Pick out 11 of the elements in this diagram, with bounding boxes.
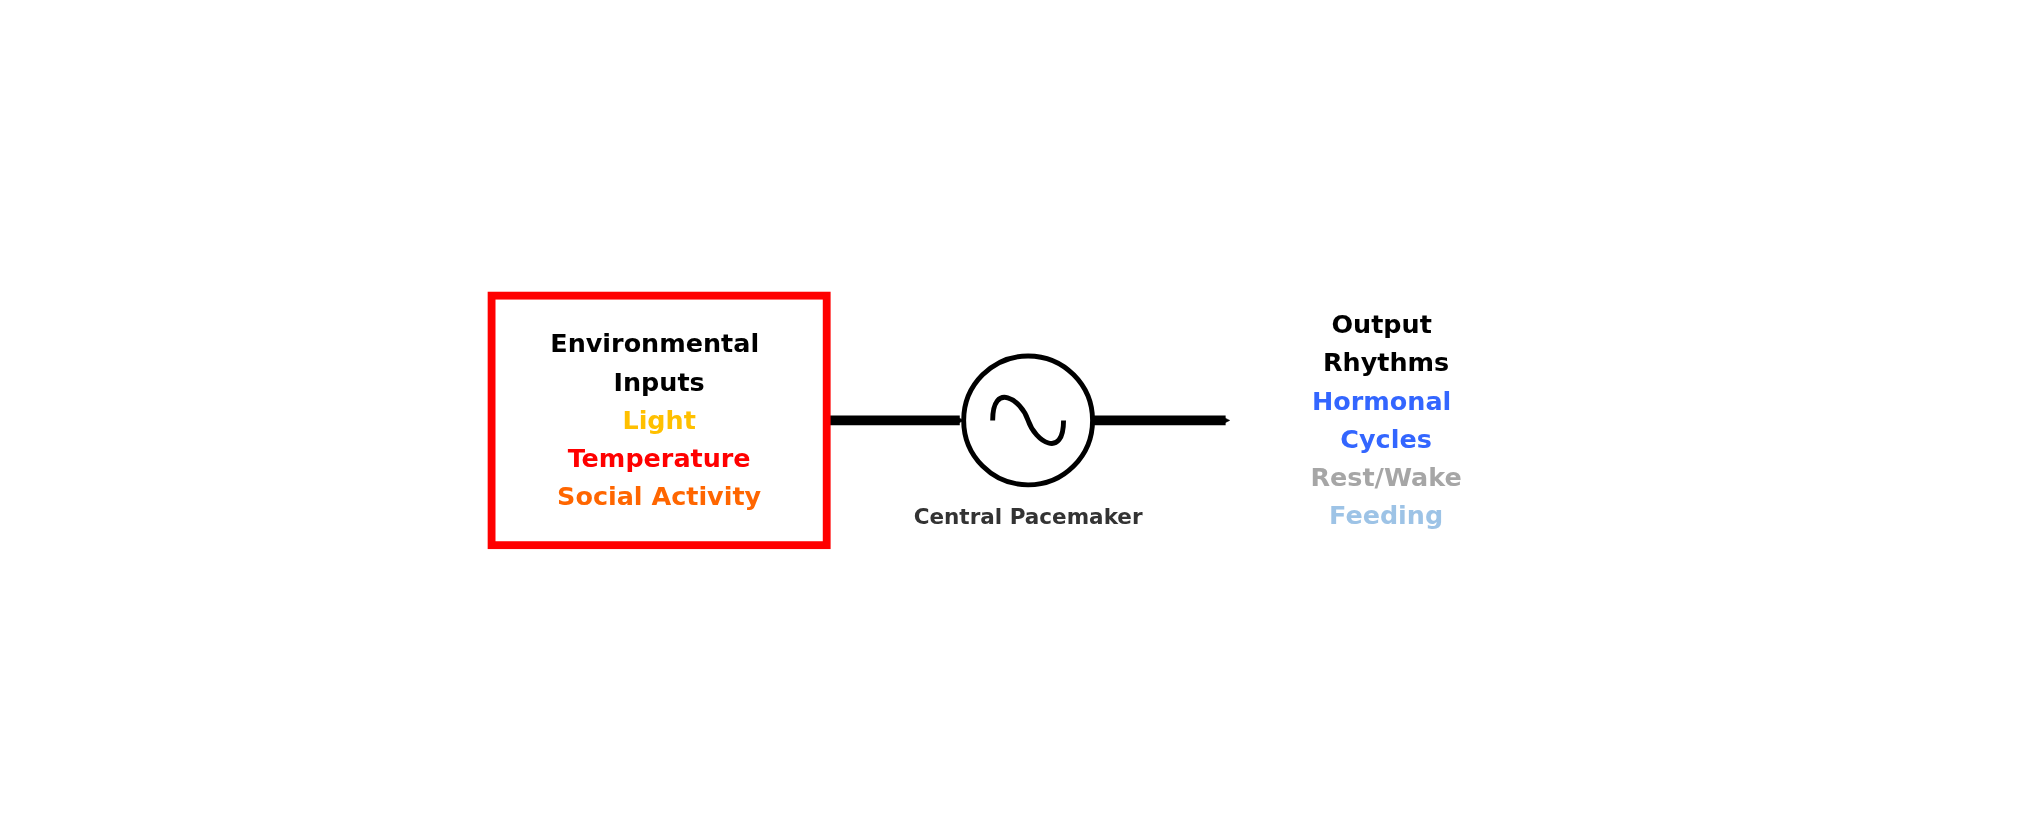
- list-item-text: Temperature: [567, 443, 751, 473]
- list-item-text: Social Activity: [557, 481, 762, 511]
- list-item-text: Light: [622, 404, 696, 435]
- heading-text: Output Rhythms: [1322, 309, 1450, 377]
- list-item-text: Feeding: [1328, 500, 1444, 530]
- list-item-text: Hormonal Cycles: [1311, 385, 1453, 454]
- list-item-text: Rest/Wake: [1310, 462, 1462, 492]
- node-box: [487, 291, 831, 549]
- heading-text: Environmental Inputs: [550, 328, 761, 396]
- caption-text: Central Pacemaker: [913, 503, 1143, 529]
- node-circle: [961, 353, 1095, 487]
